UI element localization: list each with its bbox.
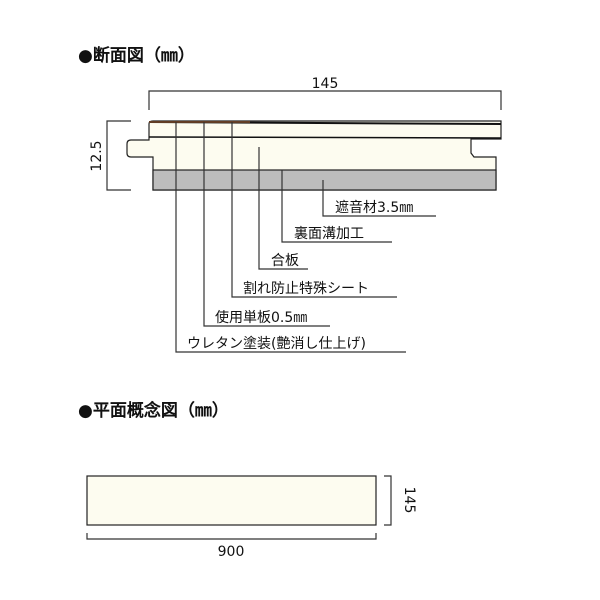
section-width-label: 145 [312, 76, 339, 92]
section-title: ●断面図（㎜） [78, 45, 195, 66]
leader-lines [175, 122, 436, 353]
plan-board [86, 475, 377, 526]
label-sound-absorber: 遮音材3.5㎜ [335, 199, 413, 216]
label-veneer: 使用単板0.5㎜ [215, 309, 307, 326]
anti-crack-sheet-layer [148, 136, 502, 139]
label-anti-crack-sheet: 割れ防止特殊シート [243, 280, 369, 297]
thickness-dimension-bracket [106, 120, 131, 191]
sound-absorber-layer [152, 169, 497, 191]
plan-length-label: 900 [218, 544, 245, 560]
plan-length-bracket [86, 533, 377, 540]
width-dimension-bracket [148, 90, 502, 110]
section-thickness-label: 12.5 [89, 140, 105, 171]
plan-width-label: 145 [401, 487, 417, 514]
label-urethane: ウレタン塗装(艶消し仕上げ) [187, 335, 366, 352]
plan-width-bracket [384, 475, 392, 526]
label-plywood: 合板 [271, 253, 299, 269]
label-back-groove: 裏面溝加工 [294, 225, 364, 242]
plan-title: ●平面概念図（㎜） [78, 400, 229, 421]
